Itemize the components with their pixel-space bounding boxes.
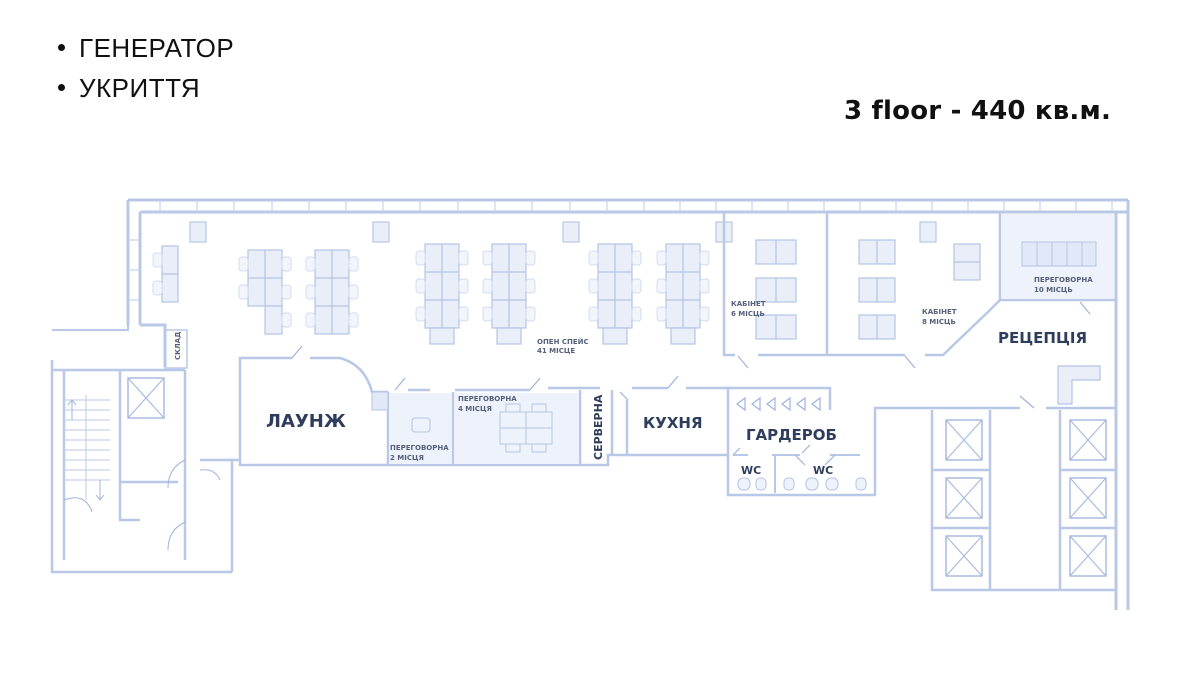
room-label-meeting-10: ПЕРЕГОВОРНА [1034, 276, 1093, 284]
room-label-meeting-10-seats: 10 МІСЦЬ [1034, 286, 1073, 294]
features-list: ГЕНЕРАТОР УКРИТТЯ [58, 28, 234, 108]
room-label-office-6: КАБІНЕТ [731, 300, 766, 308]
elevator-shaft-icon [1069, 419, 1107, 461]
room-label-lounge: ЛАУНЖ [266, 411, 346, 432]
room-label-office-6-seats: 6 МІСЦЬ [731, 310, 765, 318]
elevator-shaft-icon [1069, 477, 1107, 519]
room-label-office-8-seats: 8 МІСЦЬ [922, 318, 956, 326]
room-label-meeting-4-seats: 4 МІСЦЯ [458, 405, 492, 413]
room-label-office-8: КАБІНЕТ [922, 308, 957, 316]
room-label-wc-1: WC [741, 464, 761, 477]
feature-item-generator: ГЕНЕРАТОР [58, 28, 234, 68]
elevator-shaft-icon [127, 377, 165, 419]
elevator-shaft-icon [945, 419, 983, 461]
feature-label: ГЕНЕРАТОР [79, 33, 235, 63]
bullet-icon [58, 83, 65, 91]
room-label-wc-2: WC [813, 464, 833, 477]
elevator-shaft-icon [1069, 535, 1107, 577]
room-label-server: СЕРВЕРНА [592, 394, 605, 460]
bullet-icon [58, 43, 65, 51]
room-label-open-space-seats: 41 МІСЦЕ [537, 347, 575, 355]
meeting-room-2-fill [389, 393, 452, 464]
feature-label: УКРИТТЯ [79, 73, 201, 103]
room-label-meeting-2-seats: 2 МІСЦЯ [390, 454, 424, 462]
elevator-shaft-icon [945, 477, 983, 519]
floor-title: 3 floor - 440 кв.м. [844, 96, 1112, 126]
feature-item-shelter: УКРИТТЯ [58, 68, 234, 108]
room-label-meeting-2: ПЕРЕГОВОРНА [390, 444, 449, 452]
room-label-reception: РЕЦЕПЦІЯ [998, 329, 1087, 347]
room-label-kitchen: КУХНЯ [643, 414, 703, 432]
room-label-wardrobe: ГАРДЕРОБ [746, 426, 837, 444]
room-label-warehouse: СКЛАД [174, 332, 182, 360]
room-label-meeting-4: ПЕРЕГОВОРНА [458, 395, 517, 403]
elevator-shaft-icon [945, 535, 983, 577]
room-label-open-space: ОПЕН СПЕЙС [537, 337, 589, 346]
